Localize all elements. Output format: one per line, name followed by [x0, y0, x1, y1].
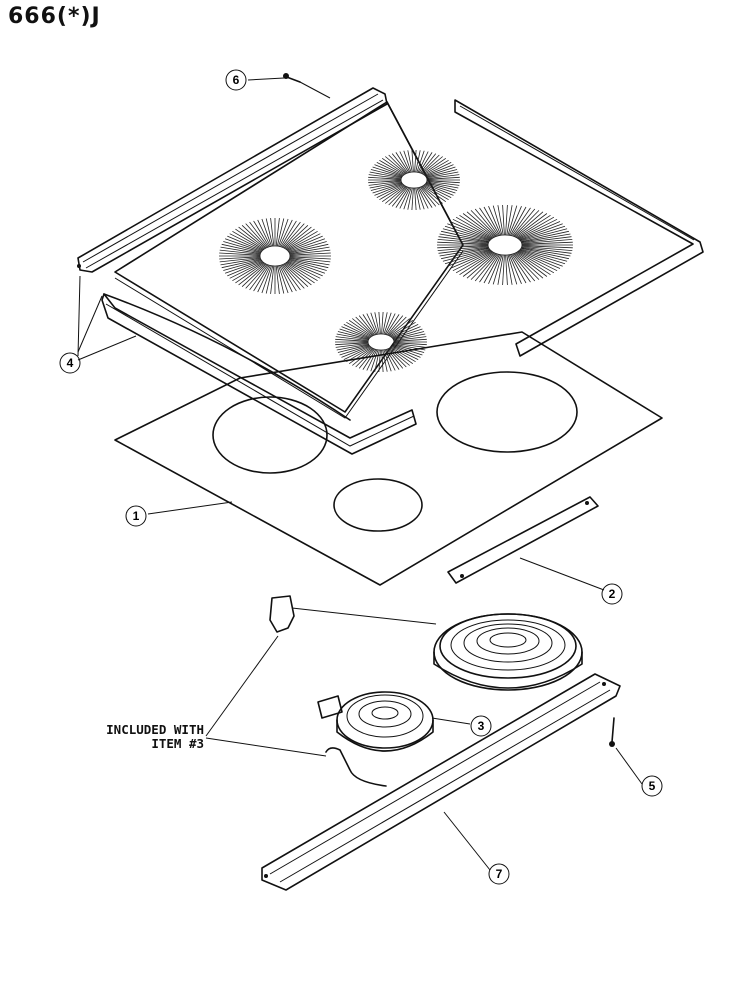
burner-burst-4: [335, 311, 427, 373]
leader-lines: [77, 77, 643, 871]
note-line-2: ITEM #3: [151, 736, 204, 751]
included-with-note: INCLUDED WITH ITEM #3: [66, 723, 204, 751]
screw-5: [609, 717, 615, 747]
callout-5-label: 5: [649, 779, 656, 793]
callout-5: 5: [641, 775, 663, 797]
large-radiant-element: [433, 613, 583, 691]
callout-6: 6: [225, 69, 247, 91]
left-side-trim-rail: [77, 87, 388, 273]
callout-3: 3: [470, 715, 492, 737]
callout-1: 1: [125, 505, 147, 527]
front-trim-frame: [101, 293, 417, 455]
large-element-terminal-block: [269, 595, 437, 633]
page-title: 666(*)J: [8, 4, 101, 29]
burner-bracket-strip: [447, 496, 599, 584]
note-line-1: INCLUDED WITH: [106, 722, 204, 737]
support-rail: [261, 673, 621, 891]
burner-burst-2: [219, 218, 331, 294]
wire-clip: [325, 747, 387, 787]
small-radiant-element: [317, 691, 434, 752]
insulation-sheet: [114, 331, 663, 586]
burner-burst-3: [437, 204, 573, 286]
callout-4: 4: [59, 352, 81, 374]
callout-6-label: 6: [233, 73, 240, 87]
burner-burst-1: [368, 149, 460, 211]
callout-3-label: 3: [478, 719, 485, 733]
callout-1-label: 1: [133, 509, 140, 523]
callout-4-label: 4: [67, 356, 74, 370]
callout-7: 7: [488, 863, 510, 885]
callout-7-label: 7: [496, 867, 503, 881]
callout-2-label: 2: [609, 587, 616, 601]
right-side-trim-rail: [454, 99, 704, 357]
burner-patterns: [219, 149, 573, 373]
screw-6: [283, 73, 301, 83]
callout-2: 2: [601, 583, 623, 605]
